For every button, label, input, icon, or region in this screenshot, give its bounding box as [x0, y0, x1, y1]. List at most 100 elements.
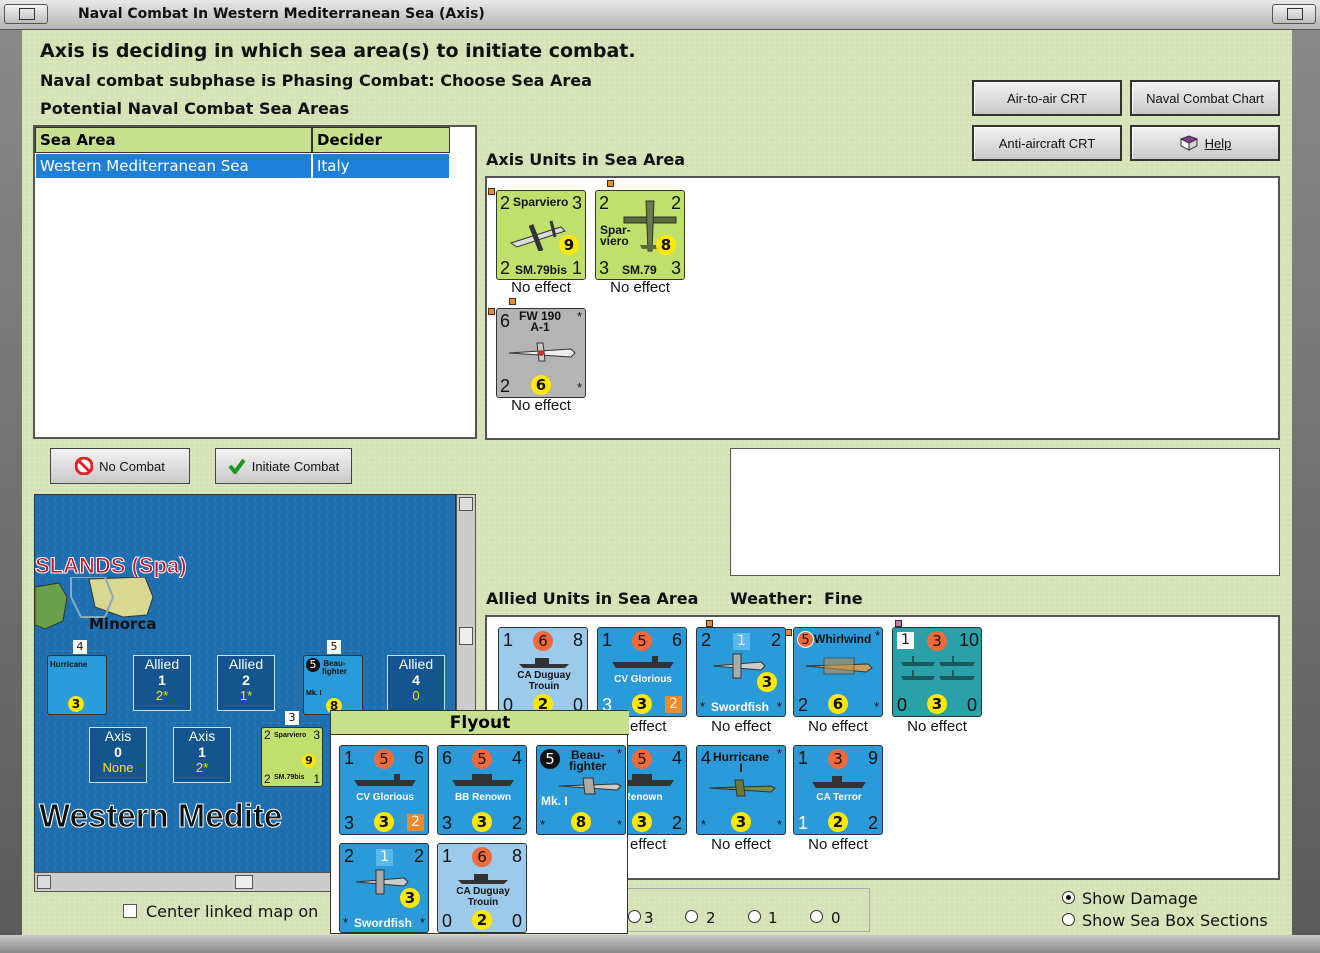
center-map-checkbox[interactable]: [123, 904, 137, 918]
allied-counter-duguay-trouin[interactable]: 1 6 8 CA Duguay Trouin 0 2 0: [498, 627, 588, 717]
window-menu-button[interactable]: [4, 4, 48, 24]
unit-effect: No effect: [711, 836, 771, 853]
axis-counter-sparviero-sm79[interactable]: 2 Spar- viero 2 8 3 SM.79 3: [595, 190, 685, 280]
counter-token: 5: [632, 631, 652, 651]
unit-effect: No effect: [907, 718, 967, 735]
naval-combat-chart-button[interactable]: Naval Combat Chart: [1130, 80, 1280, 116]
maximize-button[interactable]: [1272, 4, 1316, 24]
fighter-plane-icon: [805, 657, 873, 675]
flyout-counter-bb-renown[interactable]: 6 5 4 BB Renown 3 3 2: [437, 745, 527, 835]
anti-aircraft-crt-button[interactable]: Anti-aircraft CRT: [972, 125, 1122, 161]
map-counter-hurricane[interactable]: Hurricane 3: [47, 655, 107, 715]
scroll-thumb[interactable]: [235, 875, 253, 889]
counter-token: 3: [927, 631, 947, 651]
unit-effect: effect: [630, 718, 667, 735]
allied-counter-whirlwind[interactable]: 5 Whirlwind * 2 6 *: [793, 627, 883, 717]
no-combat-button[interactable]: No Combat: [50, 448, 190, 484]
map-box-side: Axis: [188, 728, 216, 744]
counter-value: *: [616, 817, 622, 832]
counter-name: Sparviero: [513, 195, 569, 209]
scroll-left-button[interactable]: [37, 875, 51, 889]
biplane-icon: [355, 869, 409, 895]
counter-token: 3: [400, 888, 420, 908]
counter-token: 9: [559, 235, 579, 255]
axis-counter-sparviero-sm79bis[interactable]: 2 Sparviero 3 9 2 SM.79bis 1: [496, 190, 586, 280]
status-marker: [785, 629, 792, 636]
map-box-axis-0[interactable]: Axis 0 None: [89, 727, 147, 783]
map-box-value: 4: [412, 672, 420, 688]
counter-value: 1: [602, 630, 613, 650]
window-title: Naval Combat In Western Mediterranean Se…: [78, 6, 485, 22]
radio-3[interactable]: [628, 910, 641, 923]
flyout-counter-beaufighter[interactable]: 5 Beau- fighter * Mk. I * 8 *: [536, 745, 626, 835]
map-counter-beaufighter[interactable]: 5 Beau- fighter Mk. I 8: [303, 655, 363, 715]
show-damage-radio[interactable]: [1062, 891, 1075, 904]
map-counter-sparviero[interactable]: 2 Sparviero 3 9 2 SM.79bis 1: [261, 727, 323, 787]
allied-counter-swordfish[interactable]: 2 1 2 3 * Swordfish *: [696, 627, 786, 717]
counter-value: *: [576, 309, 582, 324]
radio-1[interactable]: [748, 910, 761, 923]
subphase-line: Naval combat subphase is Phasing Combat:…: [40, 71, 592, 90]
checkmark-icon: [228, 458, 246, 474]
col-header-sea-area[interactable]: Sea Area: [35, 127, 312, 153]
air-to-air-crt-button[interactable]: Air-to-air CRT: [972, 80, 1122, 116]
counter-value: 0: [442, 911, 453, 931]
unit-effect: effect: [630, 836, 667, 853]
initiate-combat-button[interactable]: Initiate Combat: [215, 448, 352, 484]
scroll-up-button[interactable]: [459, 497, 473, 511]
stack-marker: 3: [285, 711, 299, 725]
radio-label: 3: [644, 909, 654, 927]
map-box-axis-1[interactable]: Axis 1 2*: [173, 727, 231, 783]
counter-token: 5: [540, 749, 560, 769]
counter-name: Spar- viero: [600, 223, 631, 248]
counter-name: Sparviero: [274, 732, 307, 739]
allied-counter-hurricane[interactable]: 4 Hurricane I * * 3 *: [696, 745, 786, 835]
counter-token: 1: [897, 632, 914, 649]
show-sections-radio[interactable]: [1062, 913, 1075, 926]
col-header-decider[interactable]: Decider: [312, 127, 450, 153]
flyout-counter-swordfish[interactable]: 2 1 2 3 * Swordfish *: [339, 843, 429, 933]
counter-value: 8: [511, 846, 522, 866]
counter-value: 2: [344, 846, 355, 866]
counter-value: *: [419, 915, 425, 930]
counter-value: 6: [413, 748, 424, 768]
status-marker: [607, 180, 614, 187]
title-bar[interactable]: Naval Combat In Western Mediterranean Se…: [0, 0, 1320, 30]
allied-counter-cv-glorious[interactable]: 1 5 6 CV Glorious 3 3 2: [597, 627, 687, 717]
counter-value: *: [576, 380, 582, 395]
counter-name: Beau- fighter: [569, 748, 607, 773]
flyout-counter-cv-glorious[interactable]: 1 5 6 CV Glorious 3 3 2: [339, 745, 429, 835]
axis-counter-fw190[interactable]: 6 FW 190 A-1 * 6 2 *: [496, 308, 586, 398]
no-entry-icon: [75, 457, 94, 475]
map-box-allied-4[interactable]: Allied 4 0: [387, 655, 445, 711]
window-bottom-bar: [0, 935, 1320, 953]
counter-name: Swordfish: [354, 916, 413, 930]
map-box-allied-2[interactable]: Allied 2 1*: [217, 655, 275, 711]
counter-value: 2: [701, 630, 712, 650]
counter-name: CA Terror: [816, 792, 862, 803]
counter-token: 1: [733, 633, 750, 650]
map-box-allied-1[interactable]: Allied 1 2*: [133, 655, 191, 711]
counter-token: 2: [828, 812, 848, 832]
row-sea-area[interactable]: Western Mediterranean Sea: [35, 153, 312, 179]
counter-name: Beau- fighter: [322, 659, 347, 676]
radio-2[interactable]: [685, 910, 698, 923]
flyout-counter-duguay-trouin[interactable]: 1 6 8 CA Duguay Trouin 0 2 0: [437, 843, 527, 933]
sea-area-table[interactable]: Sea Area Decider Western Mediterranean S…: [33, 125, 477, 439]
flyout-title: Flyout: [331, 711, 629, 735]
counter-token: 3: [374, 812, 394, 832]
help-label: Help: [1204, 135, 1232, 151]
axis-units-panel: 2 Sparviero 3 9 2 SM.79bis 1 No effect 2…: [485, 176, 1280, 440]
counter-value: *: [700, 699, 706, 714]
counter-value: 2: [264, 728, 271, 742]
radio-0[interactable]: [810, 910, 823, 923]
counter-token: 3: [731, 812, 751, 832]
row-decider[interactable]: Italy: [312, 153, 450, 179]
allied-counter-ca-terror[interactable]: 1 3 9 CA Terror 1 2 2: [793, 745, 883, 835]
flyout-popup[interactable]: Flyout 1 5 6 CV Glorious 3 3 2 6 5 4 BB …: [330, 710, 629, 934]
counter-token: 5: [632, 749, 652, 769]
scroll-thumb[interactable]: [459, 627, 473, 645]
help-button[interactable]: Help: [1130, 125, 1280, 161]
allied-counter-convoy[interactable]: 1 3 10 0 3 0: [892, 627, 982, 717]
weather-value: Fine: [824, 589, 863, 608]
